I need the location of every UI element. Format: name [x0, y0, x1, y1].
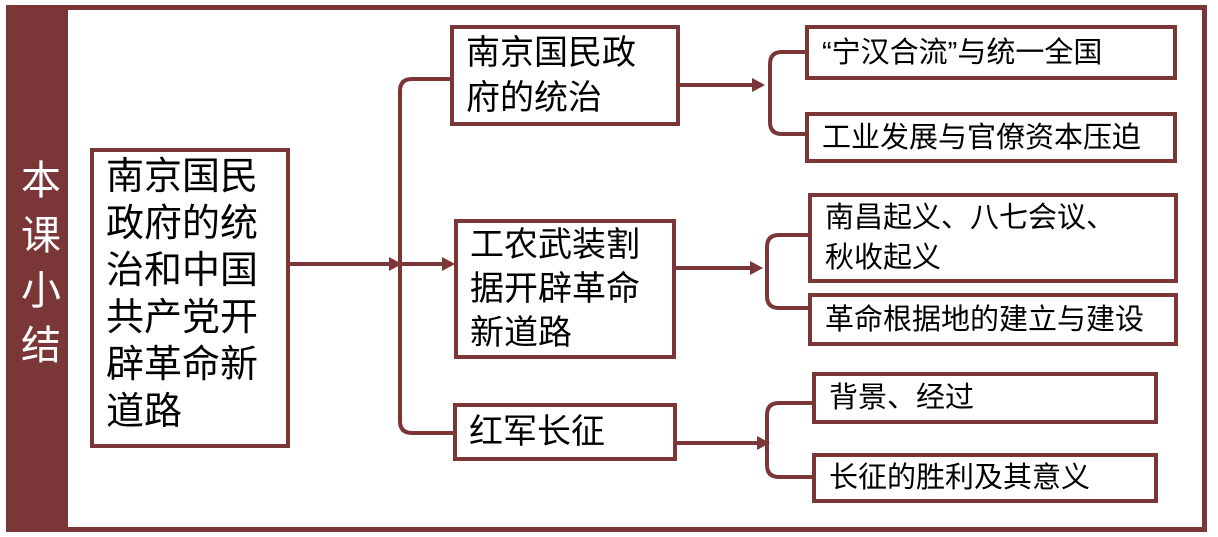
- lesson-summary-title: 本课小结: [15, 158, 59, 379]
- root-topic-box: 南京国民 政府的统 治和中国 共产党开 辟革命新 道路: [90, 148, 290, 448]
- branch-box-long-march: 红军长征: [453, 403, 677, 461]
- branch-box-armed-separatism: 工农武装割 据开辟革命 新道路: [454, 219, 676, 359]
- leaf-box-victory-significance: 长征的胜利及其意义: [812, 453, 1158, 503]
- leaf-box-base-areas: 革命根据地的建立与建设: [808, 293, 1178, 346]
- leaf-box-uprisings: 南昌起义、八七会议、 秋收起义: [808, 193, 1178, 283]
- leaf-box-background-course: 背景、经过: [812, 372, 1158, 424]
- leaf-box-industry-bureaucrat-capital: 工业发展与官僚资本压迫: [805, 112, 1177, 163]
- branch-box-nanjing-rule: 南京国民政 府的统治: [450, 25, 680, 126]
- leaf-box-ninghan-merger: “宁汉合流”与统一全国: [805, 25, 1177, 80]
- title-sidebar: 本课小结: [6, 5, 68, 532]
